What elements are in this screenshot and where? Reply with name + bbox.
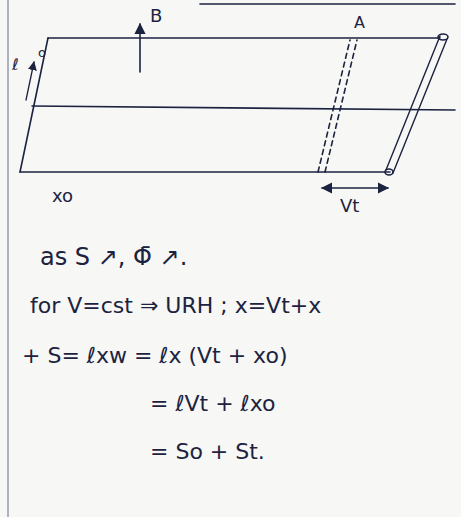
rod-end: [438, 34, 448, 40]
note-line: + S= ℓxw = ℓx (Vt + xo): [22, 344, 288, 368]
distance-label: xo: [52, 186, 73, 206]
note-line: as S ↗, Φ̄ ↗.: [40, 244, 187, 270]
middle-line: [32, 106, 455, 110]
heading-underline: [200, 3, 455, 5]
field-arrow: [139, 24, 141, 72]
point-label: A: [354, 14, 365, 32]
note-line: = ℓVt + ℓxo: [150, 392, 276, 416]
back-rail: [48, 37, 440, 39]
moving-rod: [393, 39, 447, 173]
front-rail: [20, 171, 390, 173]
distance-label: Vt: [340, 196, 359, 216]
displacement-arrow: [322, 187, 388, 189]
field-label: B: [150, 6, 162, 26]
length-arrow: [26, 62, 34, 100]
note-line: for V=cst ⇒ URH ; x=Vt+x: [30, 294, 321, 318]
angle-label: o: [38, 46, 46, 60]
length-label: ℓ: [12, 56, 19, 74]
earlier-rod: [325, 40, 357, 172]
note-line: = So + St.: [150, 440, 265, 464]
moving-rod: [386, 36, 440, 170]
margin-line: [7, 0, 9, 517]
rod-end: [385, 169, 393, 175]
fixed-rod: [20, 38, 48, 172]
earlier-rod: [318, 40, 350, 172]
